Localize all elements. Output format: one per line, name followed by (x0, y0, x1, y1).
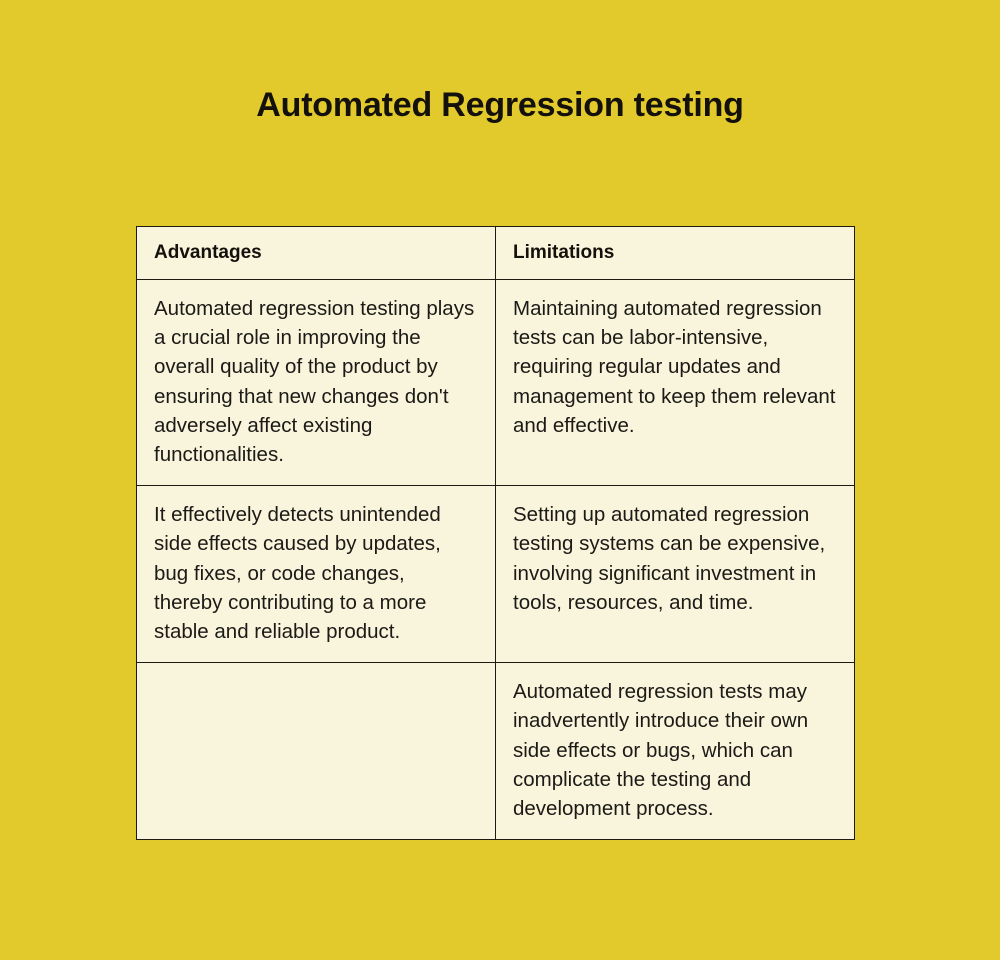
table-header: Advantages Limitations (136, 226, 855, 280)
cell-limitations-3: Automated regression tests may inadverte… (495, 662, 855, 841)
advantages-limitations-table: Advantages Limitations Automated regress… (136, 226, 855, 841)
table-body: Automated regression testing plays a cru… (136, 278, 855, 841)
comparison-table-container: Advantages Limitations Automated regress… (136, 226, 855, 841)
column-header-limitations: Limitations (495, 226, 855, 280)
cell-text: Setting up automated regression testing … (513, 503, 831, 614)
cell-advantages-2: It effectively detects unintended side e… (136, 485, 496, 664)
cell-limitations-2: Setting up automated regression testing … (495, 485, 855, 664)
column-header-advantages: Advantages (136, 226, 496, 280)
table-row: Automated regression testing plays a cru… (136, 278, 855, 487)
cell-advantages-3-empty (136, 662, 496, 841)
table-header-row: Advantages Limitations (136, 226, 855, 280)
page-title: Automated Regression testing (256, 86, 744, 124)
table-row: Automated regression tests may inadverte… (136, 662, 855, 841)
cell-advantages-1: Automated regression testing plays a cru… (136, 278, 496, 487)
cell-limitations-1: Maintaining automated regression tests c… (495, 278, 855, 487)
cell-text: It effectively detects unintended side e… (154, 503, 447, 644)
table-row: It effectively detects unintended side e… (136, 485, 855, 664)
cell-text: Maintaining automated regression tests c… (513, 297, 842, 437)
cell-text: Automated regression tests may inadverte… (513, 680, 814, 821)
cell-text: Automated regression testing plays a cru… (154, 297, 480, 467)
